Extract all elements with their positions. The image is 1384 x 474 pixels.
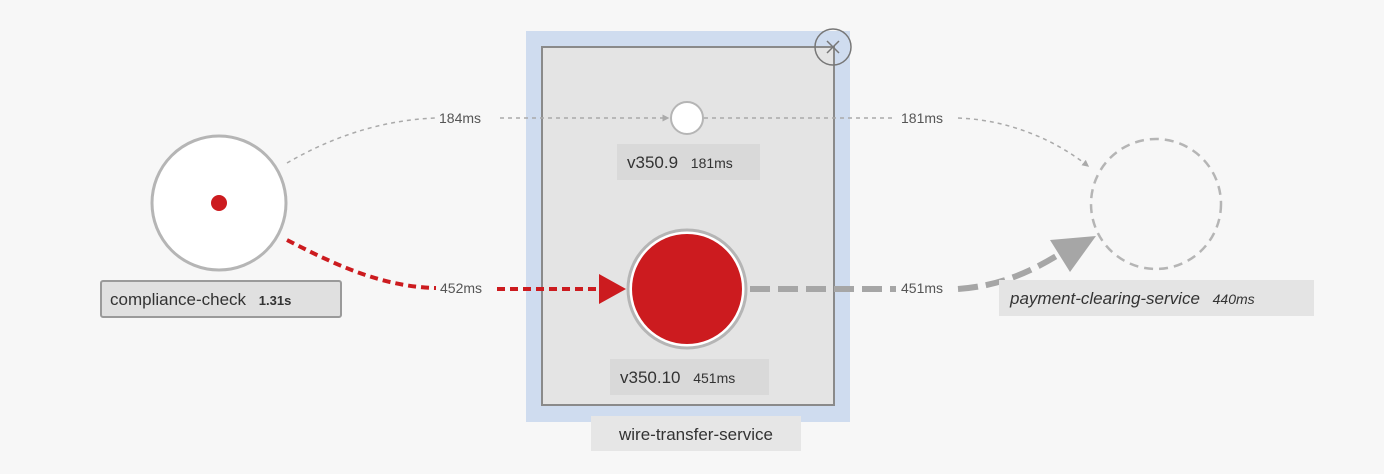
node-label-compliance-check-box <box>100 280 342 318</box>
edge-label-version-b-to-target: 451ms <box>901 280 943 296</box>
node-payment-clearing-service-name: payment-clearing-service <box>1009 289 1200 308</box>
node-label-version-a-text: v350.9 181ms <box>627 153 733 172</box>
node-label-compliance-check[interactable]: compliance-check 1.31s <box>100 280 342 318</box>
node-version-b-error-fill <box>632 234 742 344</box>
node-label-payment-clearing-service-box <box>999 280 1314 316</box>
node-version-b[interactable] <box>626 228 748 350</box>
node-label-version-b[interactable]: v350.10 451ms <box>610 359 769 395</box>
edge-version-b-to-target-arrowhead <box>1050 236 1096 272</box>
edge-source-to-version-a[interactable] <box>286 117 437 164</box>
close-icon[interactable] <box>814 28 852 66</box>
node-label-version-a[interactable]: v350.9 181ms <box>617 144 760 180</box>
edge-label-source-to-version-a: 184ms <box>439 110 481 126</box>
node-version-b-time: 451ms <box>693 370 735 386</box>
node-version-a-circle[interactable] <box>670 101 704 135</box>
node-label-compliance-check-text: compliance-check 1.31s <box>110 290 291 309</box>
node-version-a[interactable] <box>670 101 704 135</box>
group-label-text: wire-transfer-service <box>618 425 773 444</box>
node-payment-clearing-service[interactable] <box>1089 137 1223 271</box>
node-payment-clearing-service-time: 440ms <box>1213 291 1255 307</box>
group-box[interactable] <box>541 46 835 406</box>
node-compliance-check[interactable] <box>150 134 288 272</box>
node-compliance-check-time: 1.31s <box>259 293 292 308</box>
node-compliance-check-name: compliance-check <box>110 290 247 309</box>
edge-source-to-version-b[interactable] <box>286 238 437 290</box>
node-label-payment-clearing-service[interactable]: payment-clearing-service 440ms <box>999 280 1314 316</box>
edge-version-a-to-target-continued[interactable] <box>957 117 1090 167</box>
edge-label-version-a-to-target: 181ms <box>901 110 943 126</box>
group-close-button[interactable] <box>814 28 852 66</box>
node-payment-clearing-service-circle[interactable] <box>1089 137 1223 271</box>
edge-source-to-version-b-arrowhead <box>599 274 626 304</box>
node-label-version-b-box <box>610 359 769 395</box>
node-label-payment-clearing-service-text: payment-clearing-service 440ms <box>1009 289 1255 308</box>
group-label[interactable]: wire-transfer-service <box>591 416 801 451</box>
group-label-box <box>591 416 801 451</box>
edge-version-b-to-target-continued[interactable] <box>957 252 1060 292</box>
node-version-b-name: v350.10 <box>620 368 681 387</box>
node-version-a-time: 181ms <box>691 155 733 171</box>
node-error-indicator <box>211 195 227 211</box>
node-label-version-b-text: v350.10 451ms <box>620 368 735 387</box>
node-version-a-name: v350.9 <box>627 153 678 172</box>
edge-label-source-to-version-b: 452ms <box>440 280 482 296</box>
close-icon-cross <box>826 40 840 54</box>
node-label-version-a-box <box>617 144 760 180</box>
